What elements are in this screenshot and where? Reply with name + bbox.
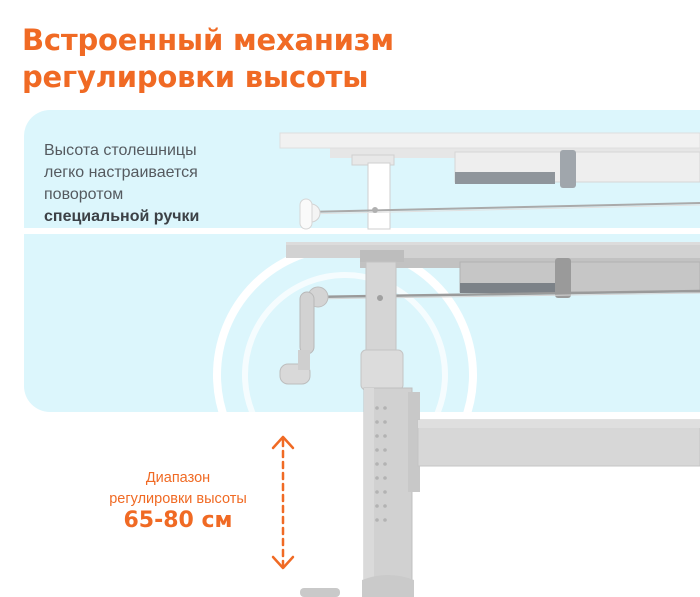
height-range-label-line-2: регулировки высоты — [109, 491, 247, 507]
desk-raised — [279, 132, 700, 230]
description-text: Высота столешницы легко настраивается по… — [44, 140, 199, 228]
description-line-4: специальной ручки — [44, 208, 200, 225]
desk-lowered — [279, 242, 700, 597]
description-line-3: поворотом — [44, 186, 124, 203]
height-range-label-line-1: Диапазон — [145, 470, 211, 486]
height-range-label: Диапазон регулировки высоты — [78, 468, 278, 510]
title-line-1: Встроенный механизм — [22, 23, 394, 57]
crank-raised-icon — [299, 198, 321, 230]
page-title: Встроенный механизм регулировки высоты — [22, 22, 394, 96]
double-arrow-icon — [271, 435, 295, 570]
description-line-1: Высота столешницы — [44, 142, 197, 159]
description-line-2: легко настраивается — [44, 164, 198, 181]
height-crank-icon — [279, 286, 329, 385]
height-range-value: 65-80 см — [123, 508, 233, 533]
panel-divider — [24, 228, 700, 234]
title-line-2: регулировки высоты — [22, 60, 369, 94]
